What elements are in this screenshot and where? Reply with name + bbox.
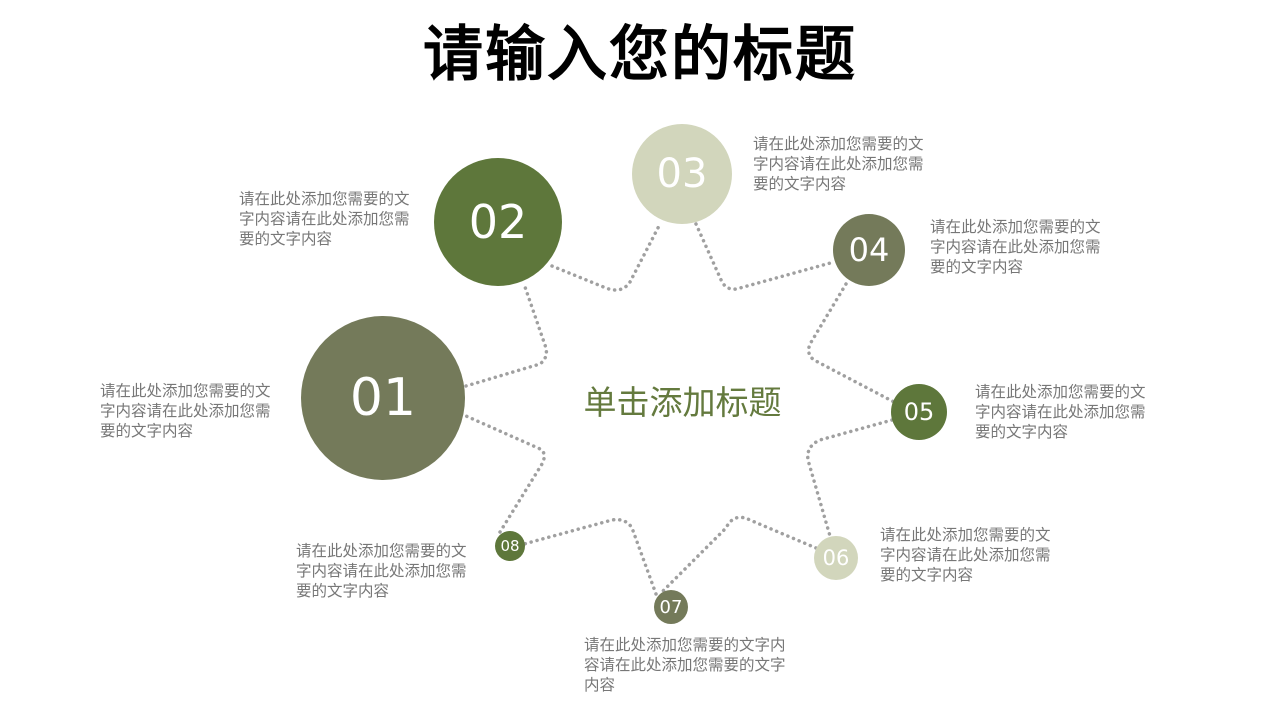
step-description-01[interactable]: 请在此处添加您需要的文字内容请在此处添加您需要的文字内容 [100, 382, 271, 440]
step-number-03: 03 [656, 151, 708, 197]
step-description-04[interactable]: 请在此处添加您需要的文字内容请在此处添加您需要的文字内容 [930, 218, 1101, 276]
step-circle-06[interactable]: 06 [814, 536, 858, 580]
step-circle-03[interactable]: 03 [632, 124, 732, 224]
step-description-07[interactable]: 请在此处添加您需要的文字内容请在此处添加您需要的文字内容 [584, 636, 786, 694]
step-number-06: 06 [822, 546, 850, 570]
step-circle-04[interactable]: 04 [833, 214, 905, 286]
step-circle-05[interactable]: 05 [891, 384, 947, 440]
step-description-03[interactable]: 请在此处添加您需要的文字内容请在此处添加您需要的文字内容 [753, 135, 924, 193]
step-description-02[interactable]: 请在此处添加您需要的文字内容请在此处添加您需要的文字内容 [239, 190, 410, 248]
step-number-01: 01 [349, 368, 417, 428]
step-circle-07[interactable]: 07 [654, 590, 688, 624]
step-circle-01[interactable]: 01 [301, 316, 465, 480]
step-description-08[interactable]: 请在此处添加您需要的文字内容请在此处添加您需要的文字内容 [296, 542, 467, 600]
step-number-05: 05 [903, 398, 935, 426]
step-circle-08[interactable]: 08 [495, 531, 525, 561]
center-title[interactable]: 单击添加标题 [583, 383, 782, 422]
step-number-08: 08 [500, 537, 520, 555]
slide-title[interactable]: 请输入您的标题 [423, 20, 857, 90]
step-number-07: 07 [659, 596, 683, 618]
step-description-05[interactable]: 请在此处添加您需要的文字内容请在此处添加您需要的文字内容 [975, 383, 1146, 441]
step-number-04: 04 [848, 231, 890, 269]
step-number-02: 02 [468, 195, 528, 249]
step-circle-02[interactable]: 02 [434, 158, 562, 286]
step-description-06[interactable]: 请在此处添加您需要的文字内容请在此处添加您需要的文字内容 [880, 526, 1051, 584]
